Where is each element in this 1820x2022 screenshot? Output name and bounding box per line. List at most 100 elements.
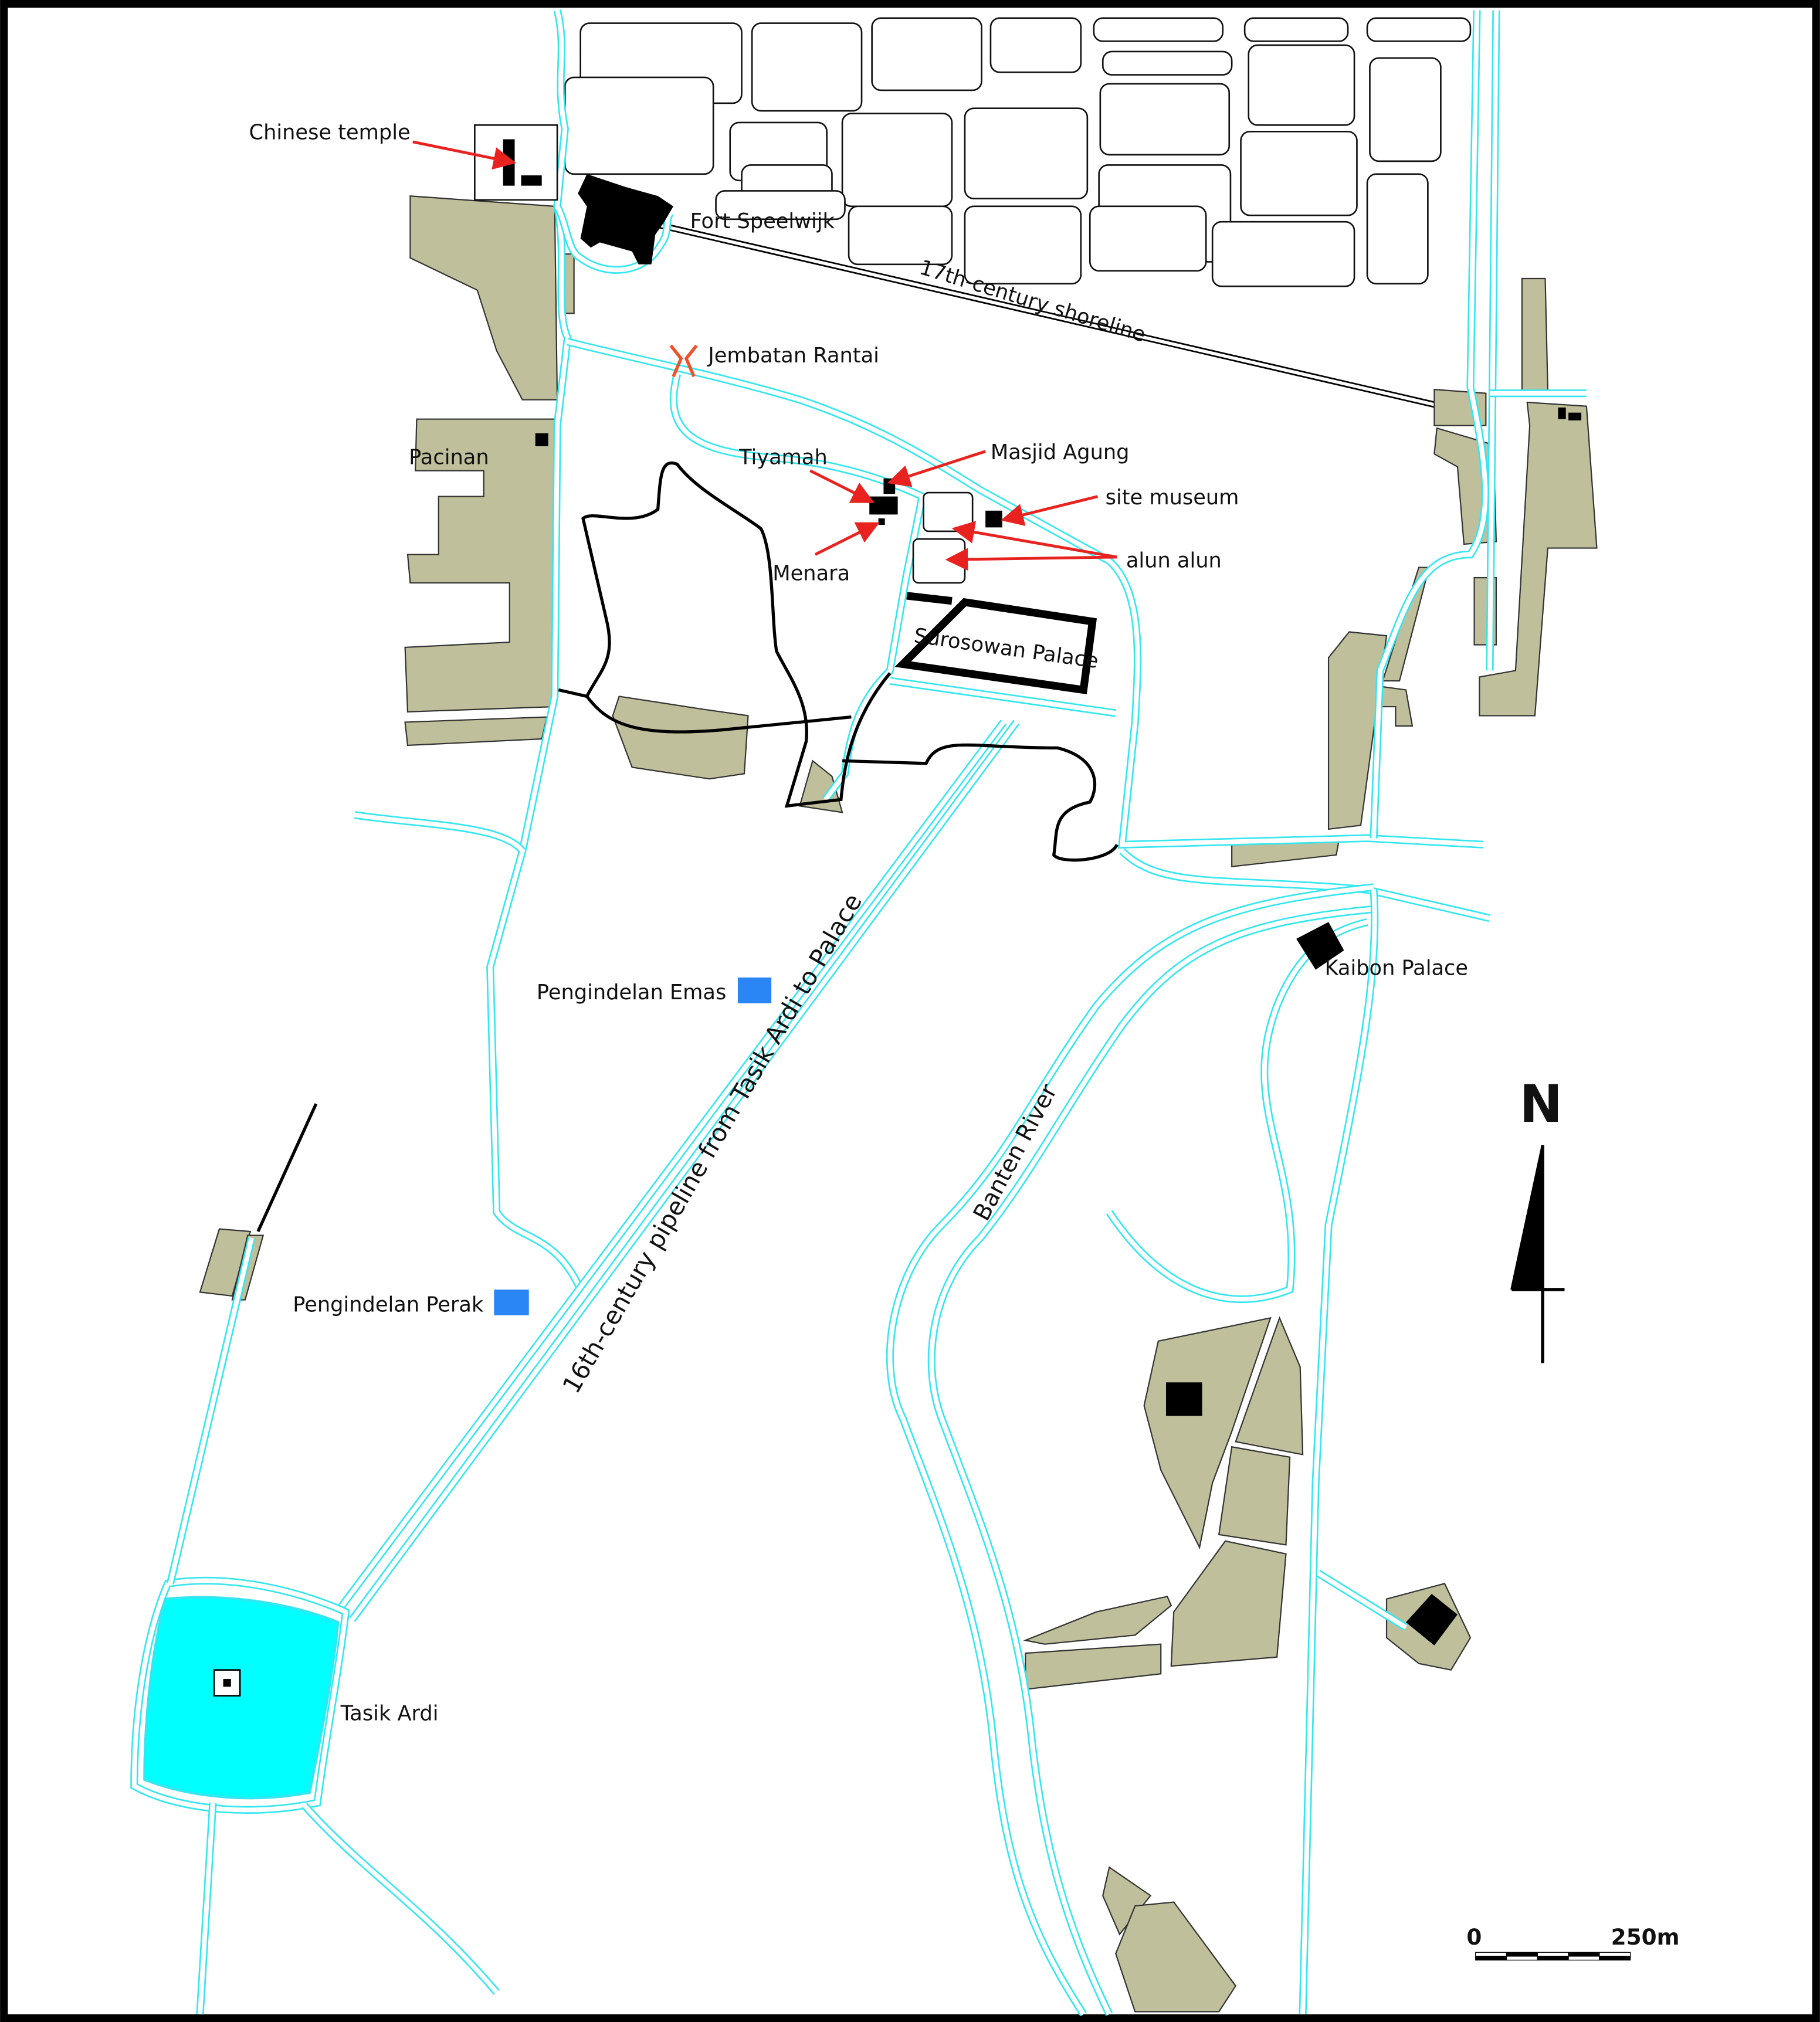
building: [1558, 407, 1566, 419]
scale-bar: 0 250m: [1466, 1924, 1680, 1961]
canal: [1299, 889, 1379, 2014]
alun-alun-north: [923, 491, 974, 532]
canal: [554, 204, 674, 274]
scale-segment: [1475, 1956, 1507, 1961]
canal: [196, 1802, 217, 2015]
label-tasik-ardi: Tasik Ardi: [340, 1701, 439, 1725]
settlement-area: [1327, 631, 1388, 830]
label-pengindelan-perak: Pengindelan Perak: [293, 1292, 484, 1317]
scale-segment: [1568, 1956, 1600, 1961]
scale-segment: [1506, 1952, 1538, 1957]
label-pacinan: Pacinan: [409, 446, 489, 470]
settlement-area: [409, 195, 558, 401]
city-block: [715, 190, 846, 220]
building: [1406, 1593, 1458, 1646]
label-site-museum: site museum: [1106, 486, 1239, 510]
canal: [1119, 848, 1491, 922]
canal: [301, 1803, 500, 1995]
pengindelan-perak-marker: [494, 1289, 529, 1315]
canal: [889, 677, 1117, 717]
chinese-temple-building: [521, 175, 542, 186]
alun-alun-south: [912, 538, 966, 584]
settlement-area: [1235, 1316, 1304, 1456]
canals: [130, 9, 1587, 2017]
city-block: [964, 205, 1082, 285]
pacinan-building: [535, 433, 548, 446]
north-arrow: N: [1510, 1074, 1565, 1363]
settlement-area: [404, 716, 548, 747]
surosowan-palace-walls: [894, 592, 1097, 694]
pengindelan-emas-marker: [737, 977, 772, 1003]
north-label: N: [1520, 1074, 1563, 1134]
city-block: [1248, 44, 1355, 126]
city-block: [964, 107, 1089, 199]
city-block: [1089, 205, 1207, 272]
label-masjid-agung: Masjid Agung: [991, 440, 1130, 464]
scale-end-label: 250m: [1611, 1924, 1680, 1950]
menara-tower: [878, 518, 885, 525]
scale-segment: [1537, 1952, 1569, 1957]
canal: [349, 720, 1020, 1622]
canal: [354, 811, 526, 854]
canal: [1370, 10, 1489, 839]
annotation-arrows: [412, 140, 1117, 571]
kaibon-palace-building: [1296, 922, 1344, 970]
roads: [256, 462, 1119, 1233]
city-block: [989, 17, 1082, 73]
settlement-area: [1170, 1540, 1287, 1667]
settlement-area: [612, 696, 749, 780]
label-pengindelan-emas: Pengindelan Emas: [537, 981, 726, 1005]
canal: [336, 720, 1007, 1612]
city-block: [871, 17, 982, 91]
site-museum-building: [985, 510, 1002, 528]
label-menara: Menara: [772, 562, 850, 586]
tiyamah-building: [869, 496, 898, 515]
island-pavilion: [213, 1669, 241, 1697]
label-kaibon-palace: Kaibon Palace: [1324, 956, 1468, 980]
city-block: [1211, 220, 1355, 287]
settlement-area: [1521, 277, 1549, 392]
scale-segment: [1568, 1952, 1600, 1957]
canal: [486, 9, 584, 1291]
label-jembatan-rantai: Jembatan Rantai: [707, 344, 879, 368]
label-chinese-temple: Chinese temple: [249, 120, 411, 144]
tasik-ardi-lake: [143, 1596, 340, 1800]
label-alun-alun: alun alun: [1126, 549, 1222, 573]
settlement-area: [199, 1228, 252, 1297]
settlement-areas: [199, 195, 1598, 2013]
canal: [927, 905, 1374, 2016]
city-block: [1243, 17, 1349, 42]
city-block: [1093, 17, 1224, 42]
jembatan-rantai-bridge-icon: [669, 344, 698, 378]
canal: [130, 1576, 350, 1814]
city-block: [1240, 130, 1358, 216]
buildings: [474, 124, 1582, 1646]
city-block: [848, 205, 953, 266]
scale-segment: [1537, 1956, 1569, 1961]
scale-segment: [1475, 1952, 1507, 1957]
scale-start-label: 0: [1466, 1924, 1482, 1950]
pacinan-area: [404, 418, 555, 713]
city-block: [564, 76, 714, 175]
scale-segment: [1506, 1956, 1538, 1961]
city-block: [1366, 173, 1429, 285]
city-block: [841, 113, 953, 208]
building: [1568, 412, 1582, 420]
settlement-area: [1115, 1901, 1237, 2013]
city-blocks: [564, 17, 1472, 287]
shoreline-line: [644, 218, 1487, 420]
settlement-area: [1218, 1446, 1291, 1546]
canal: [1316, 1570, 1408, 1631]
chinese-temple-compound: [474, 124, 558, 201]
north-arrow-icon: [1510, 1145, 1543, 1290]
city-block: [1369, 57, 1442, 162]
settlement-area: [1143, 1317, 1272, 1550]
settlement-area: [1479, 401, 1598, 717]
building: [1165, 1382, 1202, 1416]
canal: [567, 338, 1484, 849]
fort-speelwijk: [578, 174, 673, 264]
label-tiyamah: Tiyamah: [738, 446, 828, 470]
city-block: [1366, 17, 1472, 42]
city-block: [751, 22, 863, 112]
